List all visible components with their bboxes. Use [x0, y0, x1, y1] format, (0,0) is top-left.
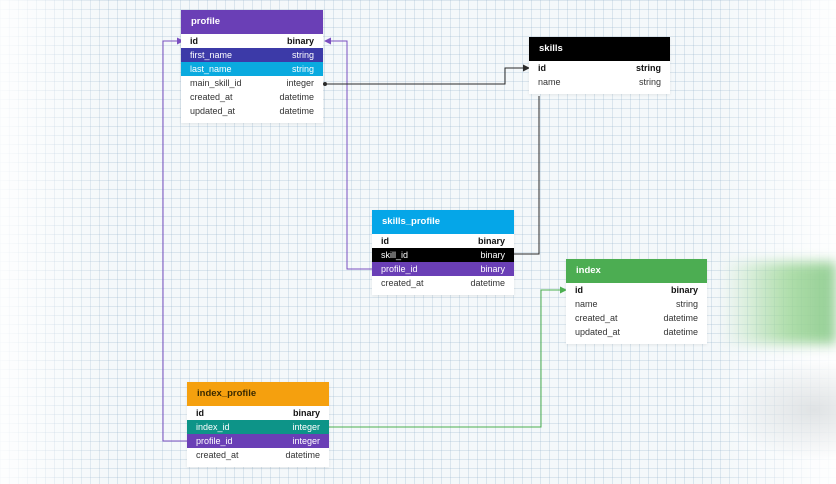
- table-skills[interactable]: skills id string name string: [529, 37, 670, 94]
- table-header: skills: [529, 37, 670, 61]
- link-skills-profile-to-profile: [324, 37, 381, 273]
- table-skills-profile[interactable]: skills_profile id binary skill_id binary…: [372, 210, 514, 295]
- column-type: datetime: [663, 327, 698, 337]
- column-type: string: [291, 64, 314, 74]
- column-type: binary: [670, 285, 698, 295]
- column-type: integer: [286, 78, 314, 88]
- column-name: created_at: [575, 313, 618, 323]
- background-fade-left: [0, 0, 110, 484]
- table-header: profile: [181, 10, 323, 34]
- link-start-dot: [323, 82, 327, 86]
- table-padding: [181, 118, 323, 123]
- table-row[interactable]: profile_id binary: [372, 262, 514, 276]
- column-name: profile_id: [196, 436, 233, 446]
- column-name: id: [196, 408, 204, 418]
- table-row[interactable]: main_skill_id integer: [181, 76, 323, 90]
- column-type: binary: [480, 264, 505, 274]
- table-row[interactable]: updated_at datetime: [566, 325, 707, 339]
- column-name: name: [575, 299, 598, 309]
- table-row[interactable]: index_id integer: [187, 420, 329, 434]
- column-type: binary: [286, 36, 314, 46]
- column-name: id: [538, 63, 546, 73]
- link-index-profile-to-profile: [162, 37, 193, 445]
- column-name: id: [381, 236, 389, 246]
- table-padding: [566, 339, 707, 344]
- table-row[interactable]: created_at datetime: [372, 276, 514, 290]
- column-type: integer: [292, 436, 320, 446]
- column-type: binary: [292, 408, 320, 418]
- column-name: id: [190, 36, 198, 46]
- column-name: created_at: [196, 450, 239, 460]
- table-row[interactable]: last_name string: [181, 62, 323, 76]
- table-row[interactable]: created_at datetime: [187, 448, 329, 462]
- table-row[interactable]: skill_id binary: [372, 248, 514, 262]
- table-row[interactable]: first_name string: [181, 48, 323, 62]
- table-row[interactable]: profile_id integer: [187, 434, 329, 448]
- column-type: datetime: [279, 106, 314, 116]
- table-row[interactable]: name string: [529, 75, 670, 89]
- column-type: string: [291, 50, 314, 60]
- column-type: binary: [480, 250, 505, 260]
- table-row[interactable]: id binary: [181, 34, 323, 48]
- column-type: datetime: [470, 278, 505, 288]
- column-type: datetime: [663, 313, 698, 323]
- table-row[interactable]: created_at datetime: [566, 311, 707, 325]
- table-index-profile[interactable]: index_profile id binary index_id integer…: [187, 382, 329, 467]
- column-name: last_name: [190, 64, 232, 74]
- table-row[interactable]: id binary: [187, 406, 329, 420]
- column-name: created_at: [381, 278, 424, 288]
- table-padding: [372, 290, 514, 295]
- table-row[interactable]: created_at datetime: [181, 90, 323, 104]
- link-skills-to-skills-profile: [514, 96, 540, 255]
- table-header: skills_profile: [372, 210, 514, 234]
- table-header: index_profile: [187, 382, 329, 406]
- column-type: string: [638, 77, 661, 87]
- table-row[interactable]: id binary: [566, 283, 707, 297]
- table-index[interactable]: index id binary name string created_at d…: [566, 259, 707, 344]
- link-index-profile-to-index: [329, 286, 567, 428]
- table-row[interactable]: updated_at datetime: [181, 104, 323, 118]
- column-name: first_name: [190, 50, 233, 60]
- column-type: integer: [292, 422, 320, 432]
- column-name: skill_id: [381, 250, 409, 260]
- table-profile[interactable]: profile id binary first_name string last…: [181, 10, 323, 123]
- column-name: name: [538, 77, 561, 87]
- column-type: datetime: [279, 92, 314, 102]
- link-profile-main-skill-to-skills: [325, 64, 530, 85]
- column-name: updated_at: [190, 106, 236, 116]
- table-header: index: [566, 259, 707, 283]
- table-row[interactable]: name string: [566, 297, 707, 311]
- column-name: main_skill_id: [190, 78, 242, 88]
- background-green-glow: [721, 262, 836, 344]
- column-name: created_at: [190, 92, 233, 102]
- column-name: profile_id: [381, 264, 418, 274]
- background-gray-blob: [726, 360, 836, 460]
- column-type: string: [635, 63, 661, 73]
- table-row[interactable]: id string: [529, 61, 670, 75]
- table-row[interactable]: id binary: [372, 234, 514, 248]
- column-type: string: [675, 299, 698, 309]
- column-name: index_id: [196, 422, 230, 432]
- column-name: id: [575, 285, 583, 295]
- table-padding: [187, 462, 329, 467]
- table-padding: [529, 89, 670, 94]
- column-name: updated_at: [575, 327, 621, 337]
- column-type: datetime: [285, 450, 320, 460]
- column-type: binary: [477, 236, 505, 246]
